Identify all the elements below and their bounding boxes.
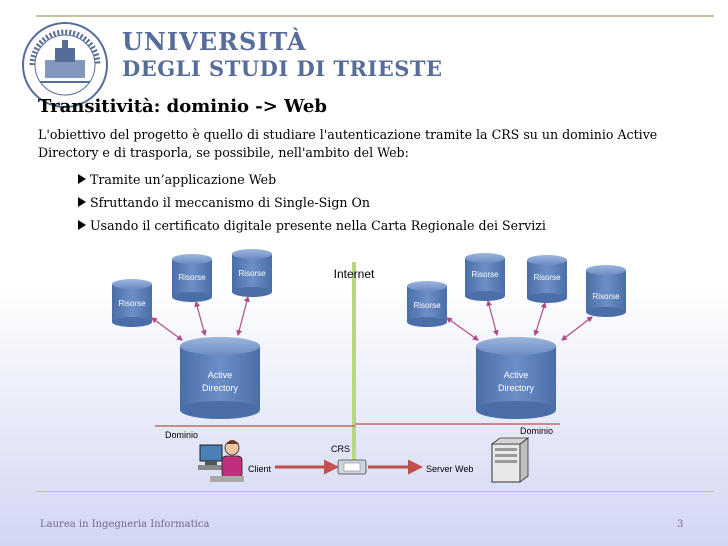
bullet-item: Usando il certificato digitale presente … bbox=[78, 214, 546, 237]
ad-label-line1: Active bbox=[208, 370, 233, 380]
resource-cylinder: Risorse bbox=[232, 249, 272, 297]
bullet-list: Tramite un’applicazione Web Sfruttando i… bbox=[78, 168, 546, 237]
university-name-line2: DEGLI STUDI DI TRIESTE bbox=[122, 56, 443, 81]
internet-line bbox=[352, 262, 356, 462]
university-seal-logo bbox=[22, 22, 108, 108]
resource-label: Risorse bbox=[471, 270, 499, 279]
arrow-bullet-icon bbox=[78, 174, 86, 184]
intro-paragraph: L'obiettivo del progetto è quello di stu… bbox=[38, 127, 658, 160]
resource-label: Risorse bbox=[118, 299, 146, 308]
resource-cylinder: Risorse bbox=[172, 254, 212, 302]
ad-label-line2: Directory bbox=[202, 383, 239, 393]
resource-cylinder: Risorse bbox=[407, 281, 447, 327]
domain-label-right: Dominio bbox=[520, 426, 553, 436]
connector-arrows bbox=[151, 295, 593, 341]
internet-label: Internet bbox=[334, 267, 375, 281]
resource-label: Risorse bbox=[178, 273, 206, 282]
client-user-icon bbox=[198, 440, 244, 482]
resource-label: Risorse bbox=[533, 273, 561, 282]
client-label: Client bbox=[248, 464, 272, 474]
smart-card-reader-icon bbox=[337, 459, 367, 475]
bullet-item: Sfruttando il meccanismo di Single-Sign … bbox=[78, 191, 546, 214]
footer-course: Laurea in Ingegneria Informatica bbox=[40, 519, 210, 530]
page-number: 3 bbox=[677, 519, 684, 530]
bottom-rule bbox=[36, 491, 714, 492]
domain-label-left: Dominio bbox=[165, 430, 198, 440]
resource-label: Risorse bbox=[592, 292, 620, 301]
resource-cylinder: Risorse bbox=[586, 265, 626, 317]
ad-label-line2: Directory bbox=[498, 383, 535, 393]
active-directory-left: Active Directory bbox=[180, 337, 260, 419]
resource-cylinder: Risorse bbox=[112, 279, 152, 327]
active-directory-right: Active Directory bbox=[476, 337, 556, 419]
resource-label: Risorse bbox=[238, 269, 266, 278]
top-rule bbox=[36, 15, 714, 17]
server-label: Server Web bbox=[426, 464, 473, 474]
bullet-text: Usando il certificato digitale presente … bbox=[90, 218, 546, 233]
ad-label-line1: Active bbox=[504, 370, 529, 380]
resource-label: Risorse bbox=[413, 301, 441, 310]
slide-title: Transitività: dominio -> Web bbox=[38, 96, 327, 117]
crs-label: CRS bbox=[331, 444, 350, 454]
arrow-bullet-icon bbox=[78, 220, 86, 230]
university-name-line1: UNIVERSITÀ bbox=[122, 27, 307, 56]
university-name: UNIVERSITÀ DEGLI STUDI DI TRIESTE bbox=[122, 28, 443, 82]
bullet-text: Tramite un’applicazione Web bbox=[90, 172, 277, 187]
server-icon bbox=[490, 437, 530, 483]
bullet-item: Tramite un’applicazione Web bbox=[78, 168, 546, 191]
resource-cylinder: Risorse bbox=[527, 255, 567, 303]
resource-cylinder: Risorse bbox=[465, 253, 505, 301]
bullet-text: Sfruttando il meccanismo di Single-Sign … bbox=[90, 195, 370, 210]
arrow-bullet-icon bbox=[78, 197, 86, 207]
